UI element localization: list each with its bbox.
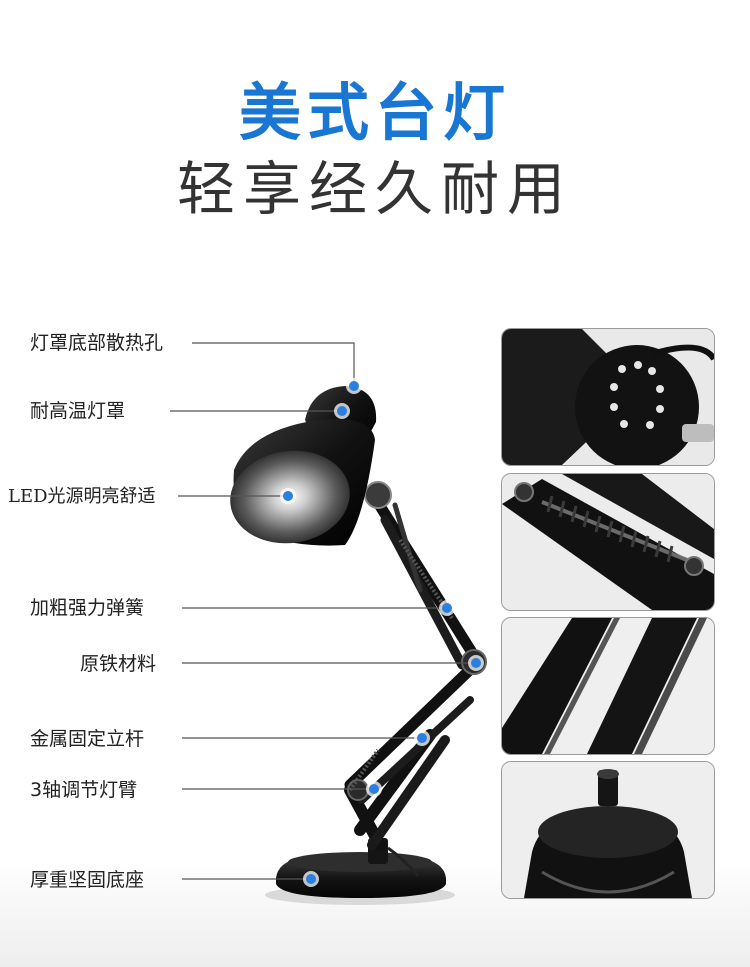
base-spring	[348, 748, 380, 792]
feature-label-iron-material: 原铁材料	[80, 653, 157, 675]
feature-label-vent-holes: 灯罩底部散热孔	[30, 332, 164, 354]
page-subtitle: 轻享经久耐用	[176, 155, 573, 223]
feature-label-heavy-base: 厚重坚固底座	[30, 869, 145, 891]
feature-label-strong-spring: 加粗强力弹簧	[30, 597, 145, 619]
detail-shade-vents	[501, 328, 715, 466]
detail-spring	[501, 473, 715, 611]
feature-label-led-light: LED光源明亮舒适	[8, 486, 156, 507]
callout-heavy-base-dot	[306, 874, 316, 884]
callout-three-axis-arm-dot	[369, 784, 379, 794]
upper-arm	[369, 492, 484, 670]
shade-joint	[364, 481, 392, 509]
feature-label-metal-rod: 金属固定立杆	[30, 728, 145, 750]
callout-iron-material-dot	[471, 658, 481, 668]
feature-label-three-axis-arm: 3轴调节灯臂	[30, 779, 138, 801]
power-cable	[387, 846, 420, 877]
detail-base	[501, 761, 715, 899]
callout-metal-rod-dot	[417, 733, 427, 743]
callout-heat-shade-dot	[337, 406, 347, 416]
page-title: 美式台灯	[238, 76, 511, 149]
callout-vent-holes-line	[192, 342, 355, 386]
feature-label-heat-resistant-shade: 耐高温灯罩	[30, 400, 126, 422]
detail-iron-rod	[501, 617, 715, 755]
callout-led-light-dot	[283, 491, 293, 501]
callout-vent-holes-dot	[349, 381, 359, 391]
callout-strong-spring-dot	[442, 603, 452, 613]
